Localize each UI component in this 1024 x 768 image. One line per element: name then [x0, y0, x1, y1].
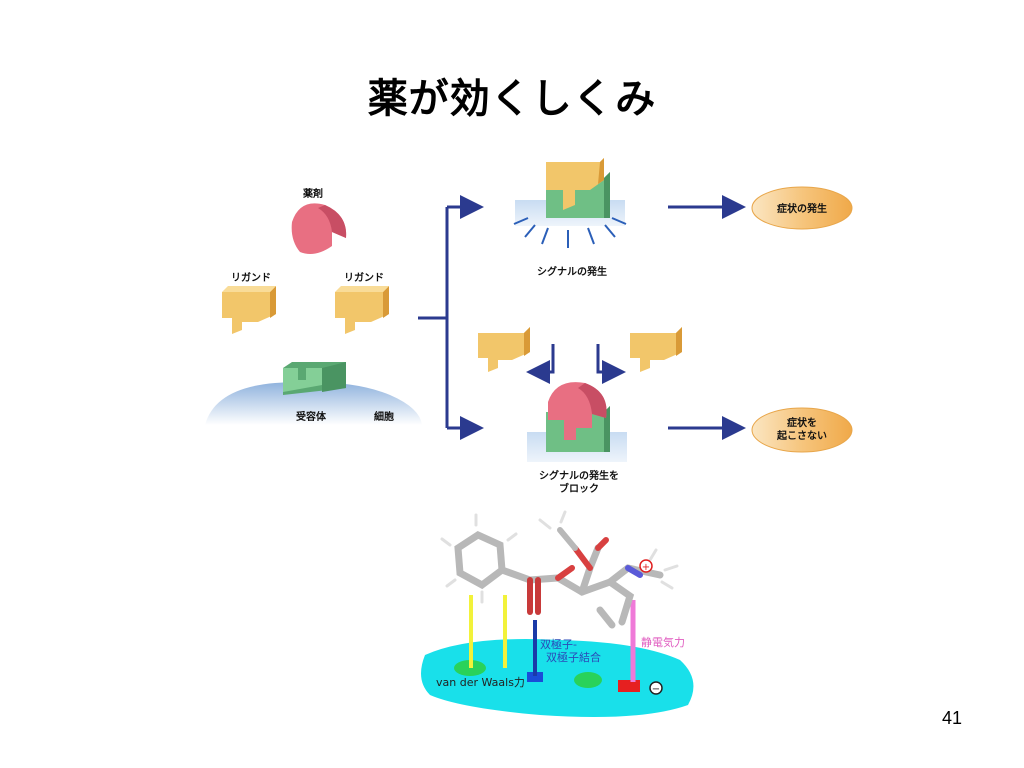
cell-membrane — [205, 381, 422, 425]
symptom-label: 症状の発生 — [777, 202, 827, 215]
signal-group: シグナルの発生 — [513, 158, 627, 278]
block-label-line1: シグナルの発生を — [539, 469, 619, 482]
block-group: シグナルの発生を ブロック — [527, 382, 627, 495]
plus-sign: + — [642, 562, 650, 573]
block-label-line2: ブロック — [559, 482, 599, 495]
ligand-left: リガンド — [222, 271, 276, 334]
binding-site — [421, 639, 694, 718]
displaced-ligand-left — [478, 327, 530, 372]
cell-label: 細胞 — [374, 410, 394, 423]
molecule-binding-figure: + − 双極子- 双極子結合 静電気力 van der Waals力 — [415, 505, 700, 727]
slide-title: 薬が効くしくみ — [367, 76, 657, 122]
page-number: 41 — [941, 708, 962, 728]
drug-shape: 薬剤 — [291, 187, 347, 254]
cell-group: 受容体 細胞 — [205, 362, 422, 425]
symptom-oval: 症状の発生 — [751, 186, 853, 230]
receptor-shape — [283, 362, 346, 395]
drug-label: 薬剤 — [302, 187, 323, 200]
no-symptom-line1: 症状を — [787, 416, 817, 429]
signal-label: シグナルの発生 — [537, 265, 607, 278]
ligand-right-label: リガンド — [344, 271, 384, 284]
no-symptom-line2: 起こさない — [776, 429, 827, 442]
vdw-label: van der Waals力 — [436, 676, 525, 689]
no-symptom-oval: 症状を 起こさない — [751, 407, 853, 453]
ligand-left-label: リガンド — [231, 271, 271, 284]
receptor-label: 受容体 — [296, 410, 327, 423]
ligand-right: リガンド — [335, 271, 389, 334]
electrostatic-label: 静電気力 — [641, 635, 685, 649]
dipole-label-line1: 双極子- — [540, 637, 577, 651]
branch-connector — [418, 195, 484, 440]
dipole-label-line2: 双極子結合 — [546, 650, 601, 664]
displaced-ligand-right — [630, 327, 682, 372]
displace-arrows — [526, 344, 626, 384]
minus-sign: − — [652, 684, 660, 695]
